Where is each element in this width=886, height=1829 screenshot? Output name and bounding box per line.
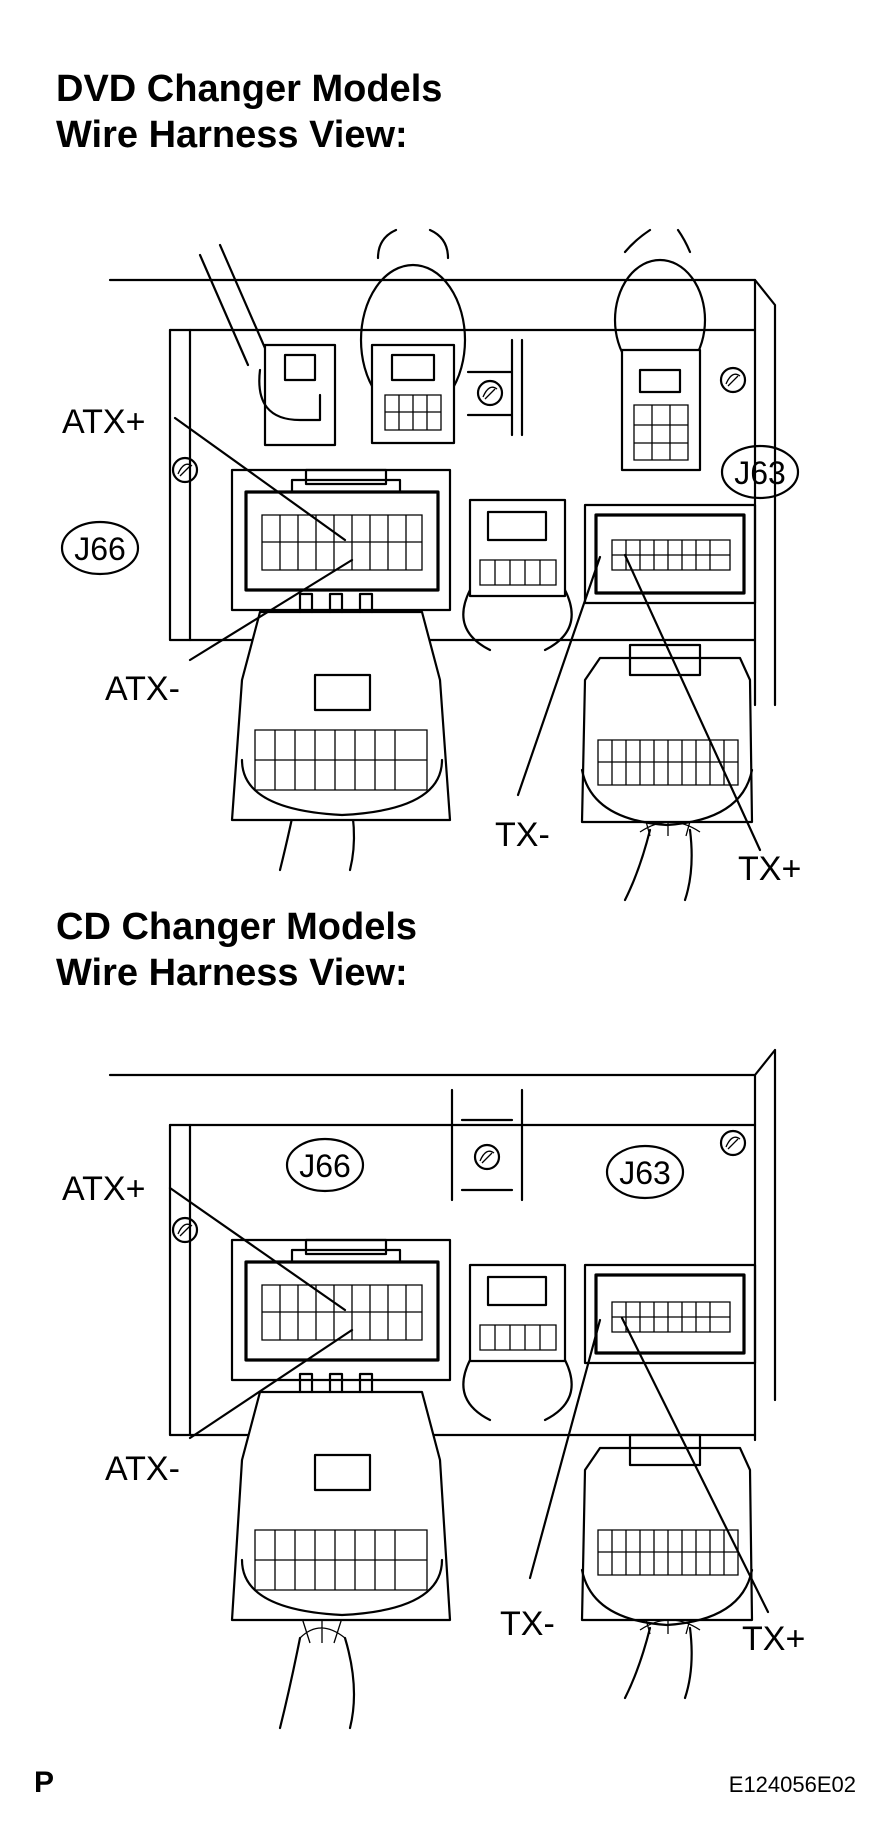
- j66-callout: J66: [60, 520, 140, 576]
- screw-icon: [476, 379, 504, 407]
- upper-middle-connector: [359, 228, 467, 445]
- screw-icon: [171, 456, 199, 484]
- atx-minus-label: ATX-: [105, 1450, 180, 1488]
- cd-wire-harness-diagram: J66 J63 ATX+ ATX- TX- TX+: [62, 1048, 805, 1730]
- mounting-bracket: [466, 338, 524, 437]
- tx-minus-leader: [528, 1318, 602, 1580]
- cd-section-title: CD Changer Models Wire Harness View:: [56, 904, 417, 996]
- j63-label: J63: [619, 1155, 671, 1191]
- j66-callout: J66: [285, 1137, 365, 1193]
- dvd-title-line2: Wire Harness View:: [56, 114, 408, 156]
- upper-left-cable-connector: [198, 243, 337, 447]
- dvd-section-title: DVD Changer Models Wire Harness View:: [56, 66, 442, 158]
- j63-harness-plug: [580, 1433, 754, 1700]
- j66-harness-plug: [230, 1372, 452, 1730]
- atx-plus-label: ATX+: [62, 403, 145, 441]
- figure-code: E124056E02: [728, 1772, 856, 1797]
- tx-plus-leader: [620, 1316, 770, 1614]
- j63-receptacle: [583, 503, 757, 605]
- mounting-bracket: [450, 1088, 524, 1202]
- atx-plus-leader: [168, 1186, 347, 1312]
- j66-receptacle: [230, 1238, 452, 1382]
- screw-icon: [719, 1129, 747, 1157]
- j63-callout: J63: [605, 1144, 685, 1200]
- atx-minus-leader: [188, 1328, 354, 1440]
- tx-plus-leader: [623, 553, 762, 852]
- j63-harness-plug: [580, 643, 754, 902]
- cd-title-line2: Wire Harness View:: [56, 952, 408, 994]
- screw-icon: [719, 366, 747, 394]
- tx-plus-label: TX+: [738, 850, 801, 888]
- j63-receptacle: [583, 1263, 757, 1365]
- atx-minus-label: ATX-: [105, 670, 180, 708]
- screw-icon: [473, 1143, 501, 1171]
- j66-label: J66: [74, 531, 126, 567]
- j66-receptacle: [230, 468, 452, 612]
- atx-plus-leader: [173, 416, 347, 542]
- tx-minus-label: TX-: [500, 1605, 555, 1643]
- cd-title-line1: CD Changer Models: [56, 906, 418, 948]
- tx-minus-leader: [516, 555, 602, 797]
- dvd-unit-body: [108, 278, 777, 707]
- screw-icon: [171, 1216, 199, 1244]
- middle-small-connector: [462, 1263, 573, 1422]
- dvd-wire-harness-diagram: J66 J63 ATX+ ATX- TX- TX+: [60, 228, 801, 902]
- atx-plus-label: ATX+: [62, 1170, 145, 1208]
- tx-plus-label: TX+: [742, 1620, 805, 1658]
- page-letter: P: [34, 1766, 55, 1799]
- cd-unit-body: [108, 1048, 777, 1442]
- j66-label: J66: [299, 1148, 351, 1184]
- tx-minus-label: TX-: [495, 816, 550, 854]
- upper-right-connector: [613, 228, 707, 472]
- j63-label: J63: [734, 455, 786, 491]
- atx-minus-leader: [188, 558, 354, 662]
- j63-callout: J63: [720, 444, 800, 500]
- middle-small-connector: [462, 498, 573, 652]
- j66-harness-plug: [230, 592, 452, 872]
- dvd-title-line1: DVD Changer Models: [56, 68, 443, 110]
